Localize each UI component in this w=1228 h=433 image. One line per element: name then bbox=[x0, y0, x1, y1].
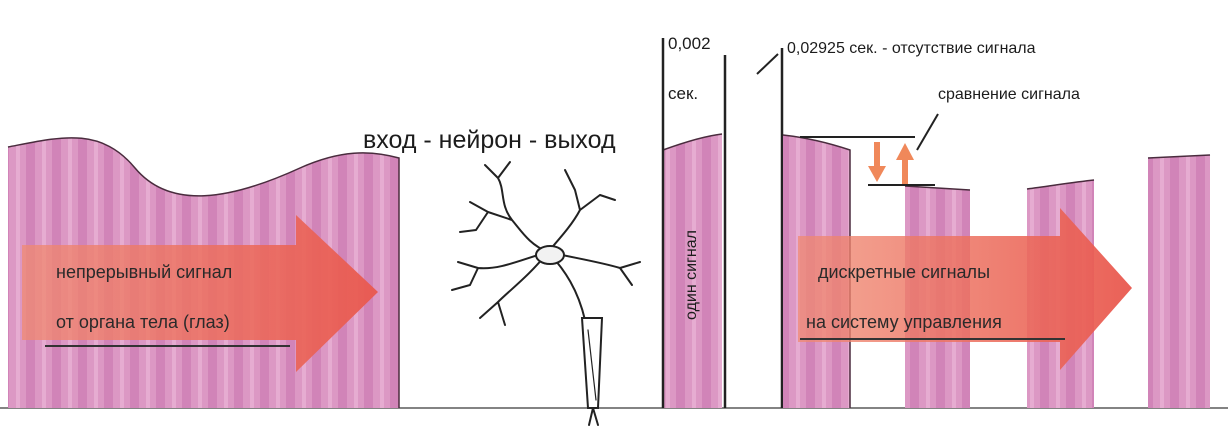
pulse-unit-label: сек. bbox=[668, 84, 698, 104]
comparison-arrows-icon bbox=[868, 142, 914, 184]
single-signal-label: один сигнал bbox=[683, 230, 701, 320]
discrete-bar-4 bbox=[1148, 155, 1210, 408]
continuous-signal-label-line2: от органа тела (глаз) bbox=[56, 312, 230, 333]
comparison-label: сравнение сигнала bbox=[938, 86, 1080, 104]
gap-duration-label: 0,02925 сек. - отсутствие сигнала bbox=[787, 40, 1036, 58]
comparison-pointer bbox=[917, 114, 938, 150]
neuron-flow-label: вход - нейрон - выход bbox=[363, 126, 616, 155]
neuron-icon bbox=[452, 162, 640, 425]
discrete-signal-label-line1: дискретные сигналы bbox=[818, 262, 990, 283]
gap-pointer bbox=[757, 54, 778, 74]
discrete-signal-label-line2: на систему управления bbox=[806, 312, 1002, 333]
continuous-signal-label-line1: непрерывный сигнал bbox=[56, 262, 232, 283]
pulse-duration-label: 0,002 bbox=[668, 34, 711, 54]
